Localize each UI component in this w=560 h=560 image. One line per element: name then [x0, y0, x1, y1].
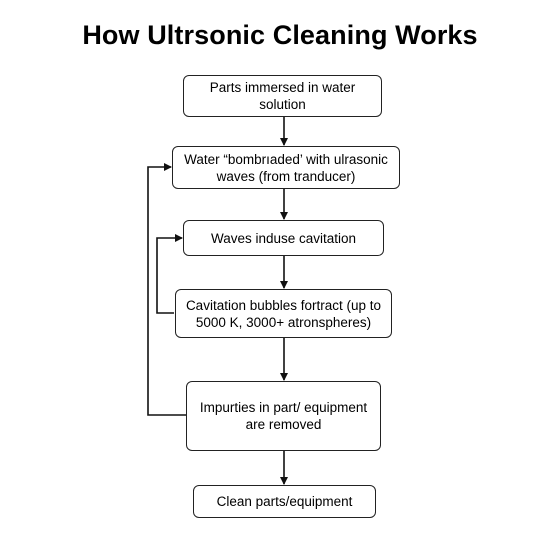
diagram-title: How Ultrsonic Cleaning Works	[82, 20, 478, 50]
step-impurities-removed-label: Impurties in part/ equipment are removed	[199, 400, 368, 432]
step-clean-parts-label: Clean parts/equipment	[216, 494, 353, 509]
step-water-bombarded-label: Water “bombrıaded’ with ulrasonic waves …	[184, 151, 388, 184]
loop-arrow-n5-to-n2	[147, 163, 186, 416]
step-waves-cavitation-label: Waves induse cavitation	[210, 230, 357, 246]
step-parts-immersed: Parts immersed in water solution	[183, 75, 382, 117]
step-impurities-removed: Impurties in part/ equipment are removed	[186, 381, 381, 451]
step-water-bombarded: Water “bombrıaded’ with ulrasonic waves …	[172, 146, 400, 189]
step-cavitation-bubbles: Cavitation bubbles fortract (up to 5000 …	[175, 289, 392, 338]
step-cavitation-bubbles-label: Cavitation bubbles fortract (up to 5000 …	[185, 297, 382, 330]
step-waves-cavitation: Waves induse cavitation	[183, 220, 384, 256]
step-clean-parts: Clean parts/equipment	[193, 485, 376, 518]
step-parts-immersed-label: Parts immersed in water solution	[209, 80, 356, 112]
loop-arrow-n4-to-n3	[156, 234, 183, 314]
